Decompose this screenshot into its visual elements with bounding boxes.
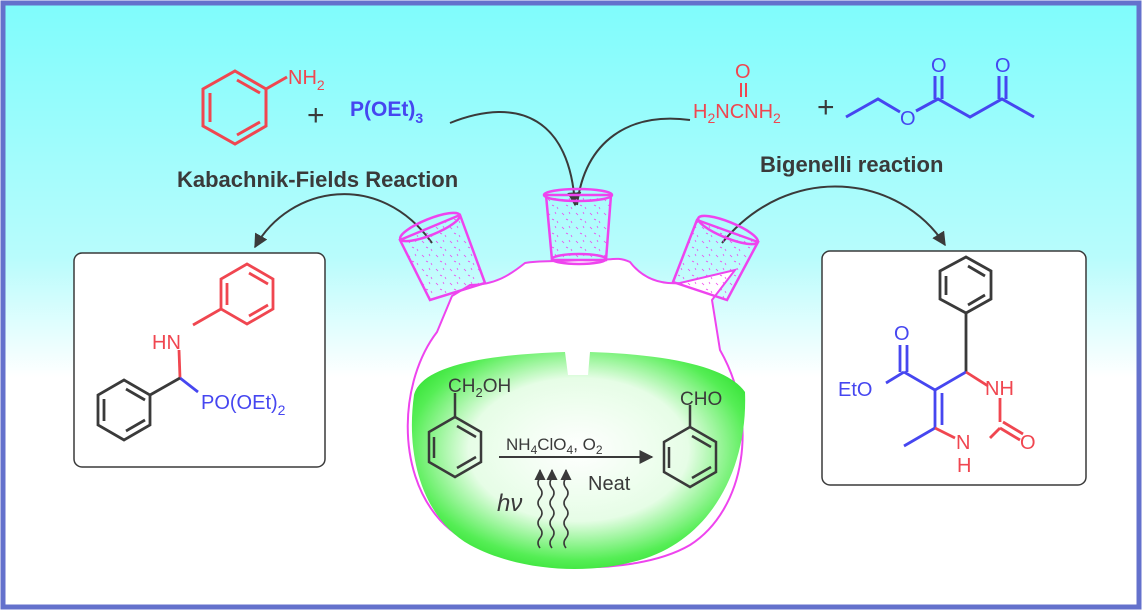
left-neck: [398, 211, 487, 302]
benzaldehyde: [662, 405, 718, 489]
ch2oh-label: CH2OH: [448, 376, 511, 400]
light-hv: hν: [497, 490, 522, 517]
nh-top-label: NH: [985, 378, 1014, 400]
aniline-nh2: NH2: [288, 67, 325, 93]
dihydropyrimidinone: [885, 255, 1024, 448]
right-neck: [671, 214, 760, 302]
plus-sign-right: +: [817, 91, 835, 124]
h-bottom-label: H: [957, 455, 971, 477]
ester-o-ether: O: [900, 108, 916, 130]
svg-text:O: O: [735, 61, 751, 83]
phosphonate-label: PO(OEt)2: [201, 392, 286, 418]
arrow-urea-to-flask: [576, 117, 691, 206]
center-neck: [542, 187, 614, 266]
aminophosphonate: [96, 262, 275, 442]
urea-o-right: O: [1020, 432, 1036, 454]
three-neck-flask: [398, 187, 760, 569]
cho-label: CHO: [680, 389, 722, 410]
ester-o-carbonyl2: O: [995, 55, 1011, 77]
aniline: [201, 69, 288, 146]
green-liquid: [411, 352, 746, 569]
hn-label: HN: [152, 332, 181, 354]
reagent-label: NH4ClO4, O2: [506, 435, 603, 457]
plus-sign-left: +: [307, 99, 325, 132]
bigenelli-product-box: [821, 250, 1087, 486]
n-bottom-label: N: [956, 432, 970, 454]
arrow-flask-to-right-product: [721, 185, 946, 247]
carbonyl-o-top: O: [894, 323, 910, 345]
arrow-flask-to-left-product: [254, 193, 433, 249]
condition-neat: Neat: [588, 473, 631, 495]
triethyl-phosphite: P(OEt)3: [350, 98, 423, 126]
ethyl-acetoacetate: [845, 76, 1035, 119]
eto-label: EtO: [838, 379, 872, 401]
light-wave-arrows: [534, 468, 572, 549]
urea: O H2NCNH2: [693, 61, 781, 126]
benzyl-alcohol: [427, 393, 483, 479]
ester-o-carbonyl1: O: [931, 55, 947, 77]
svg-text:H2NCNH2: H2NCNH2: [693, 101, 781, 126]
kabachnik-fields-title: Kabachnik-Fields Reaction: [177, 167, 458, 192]
kabachnik-product-box: [73, 252, 326, 468]
arrow-phosphite-to-flask: [449, 111, 582, 207]
bigenelli-title: Bigenelli reaction: [760, 152, 943, 177]
